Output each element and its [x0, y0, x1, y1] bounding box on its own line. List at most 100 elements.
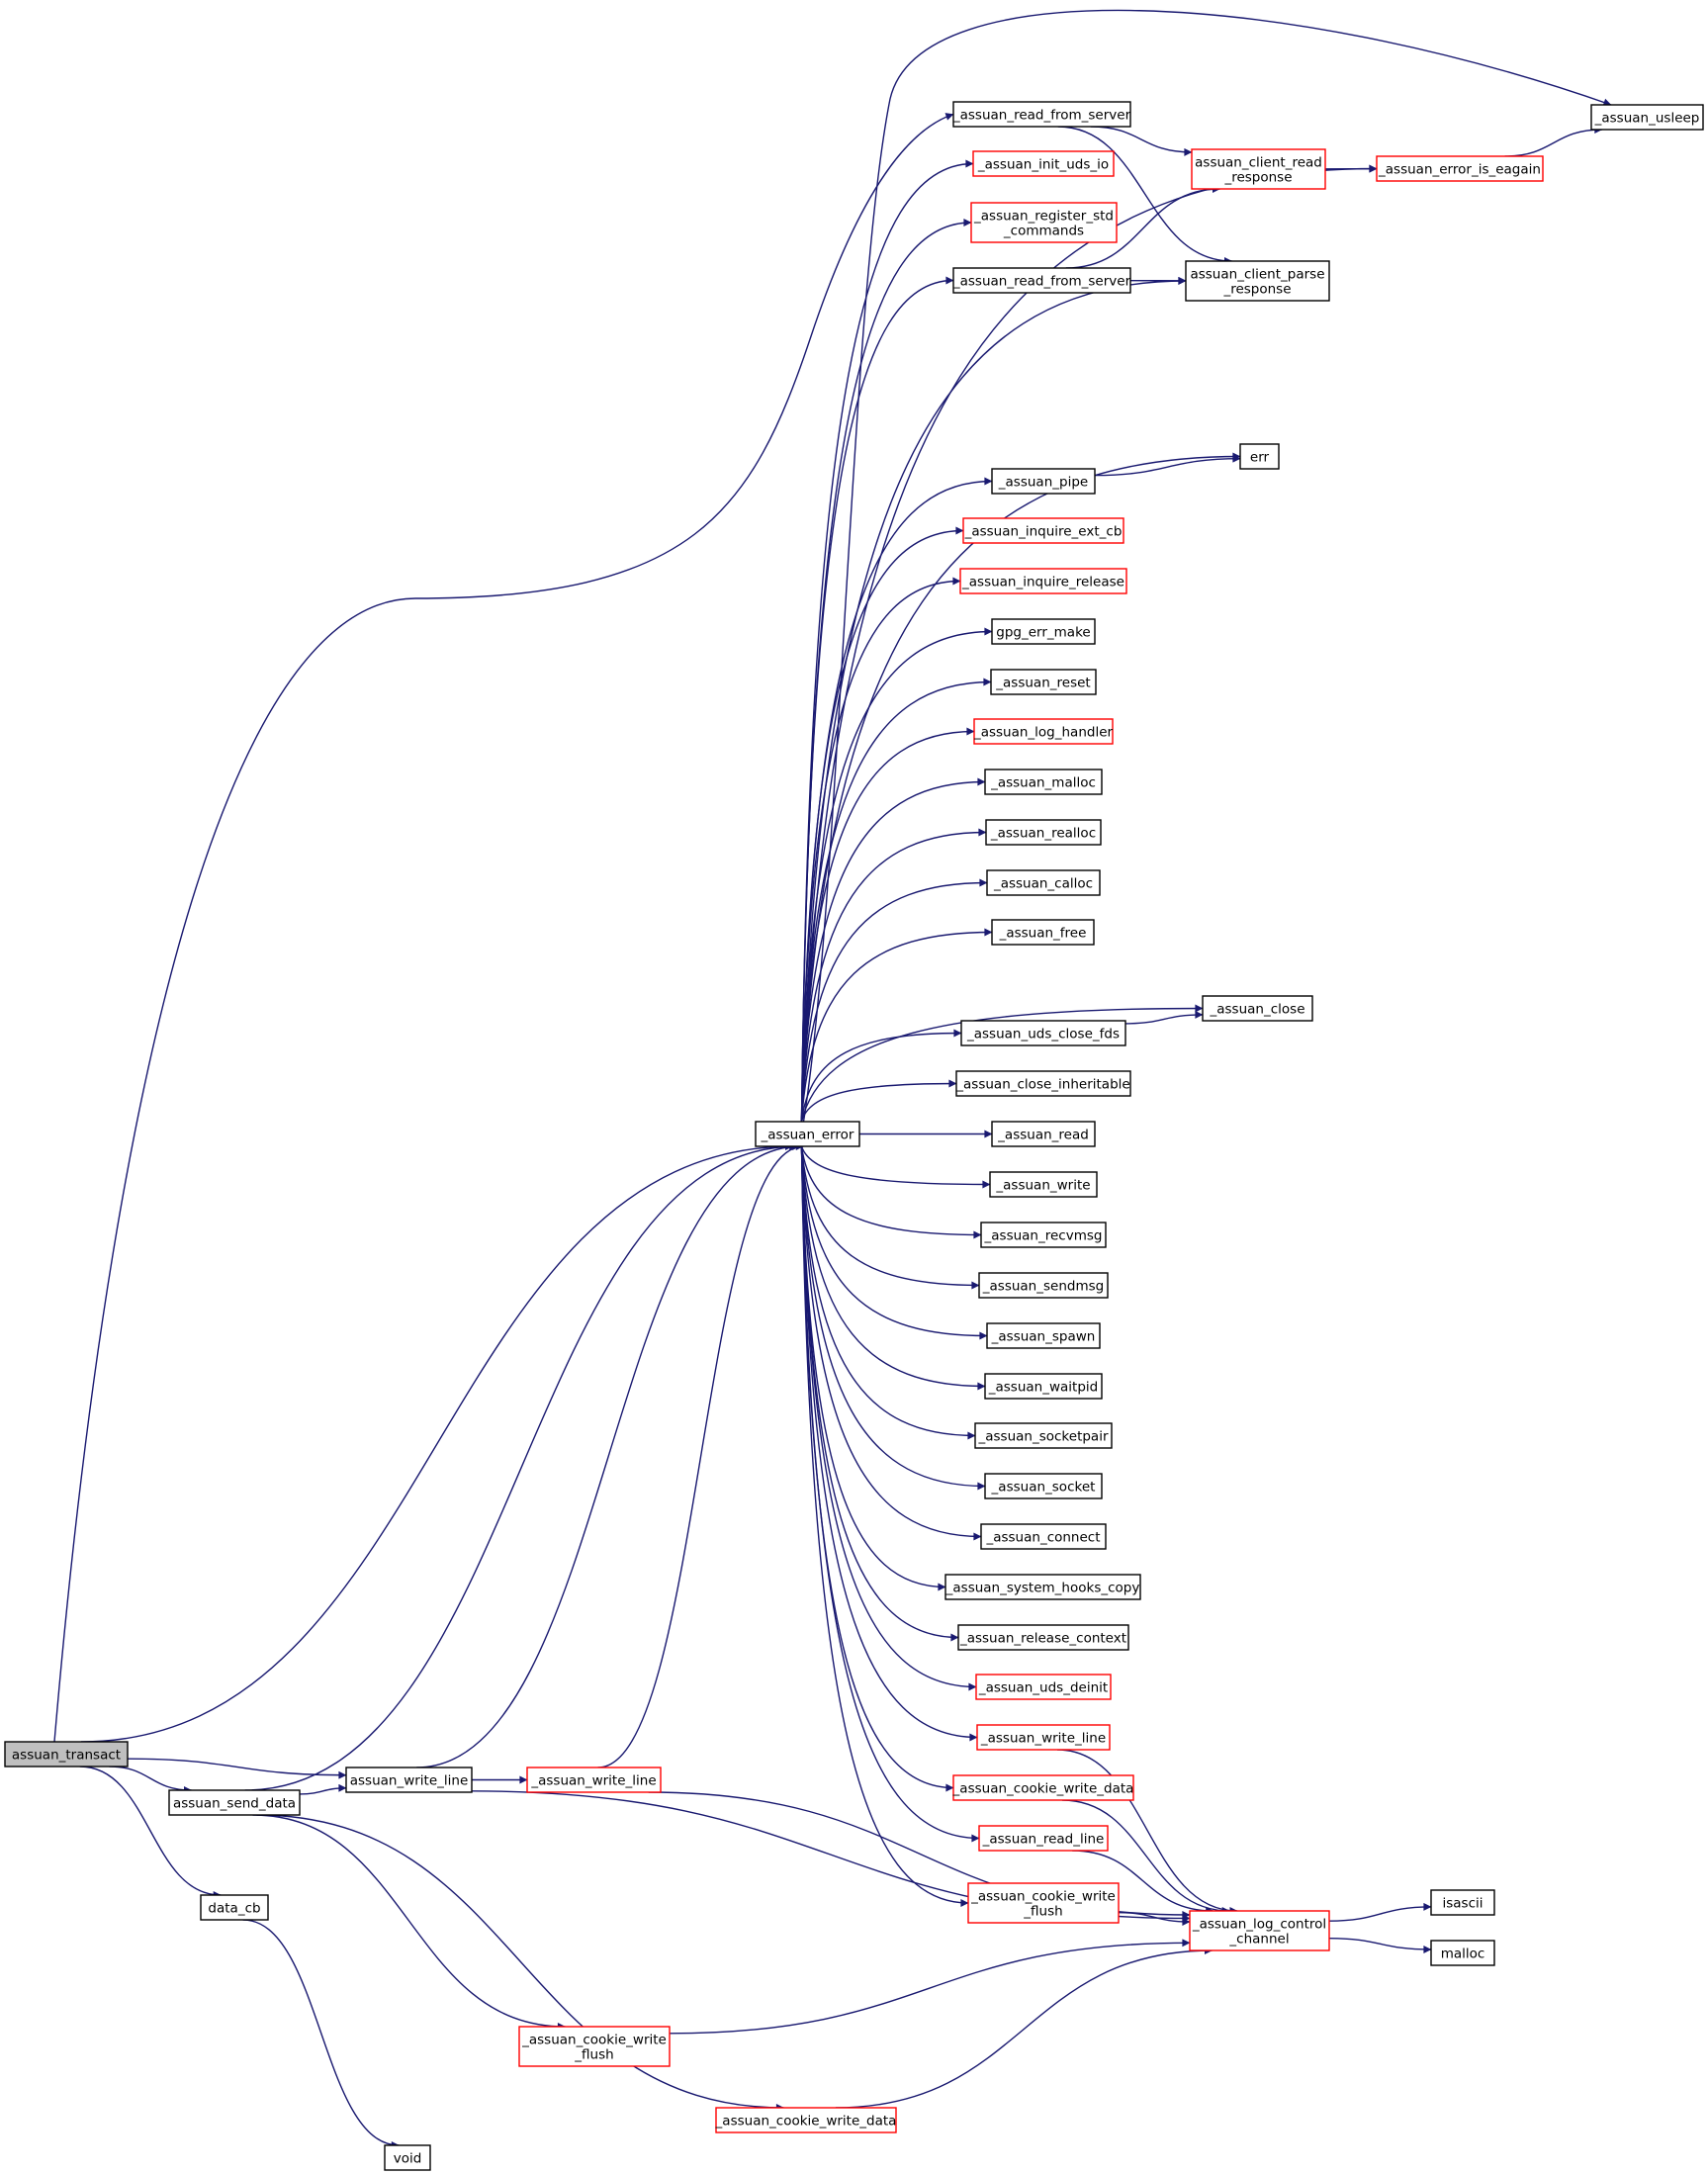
node-gpg-err-make[interactable]: gpg_err_make: [991, 618, 1096, 645]
node-err[interactable]: err: [1239, 443, 1280, 470]
node-box[interactable]: [974, 1422, 1113, 1449]
node-box[interactable]: [967, 1882, 1120, 1924]
node-assuan-socket[interactable]: _assuan_socket: [984, 1473, 1103, 1499]
node-box[interactable]: [980, 1523, 1107, 1550]
node-assuan-recvmsg[interactable]: _assuan_recvmsg: [980, 1222, 1107, 1248]
node-box[interactable]: [518, 2026, 671, 2067]
node-assuan-cookie-write-data-a[interactable]: _assuan_cookie_write_data: [715, 2107, 897, 2133]
node-box[interactable]: [715, 2107, 897, 2133]
node-assuan-write-line-a[interactable]: _assuan_write_line: [526, 1767, 662, 1793]
node-assuan-write-line[interactable]: assuan_write_line: [345, 1767, 473, 1793]
node-void[interactable]: void: [384, 2144, 431, 2171]
node-box[interactable]: [976, 1724, 1111, 1751]
node-assuan-client-parse-response[interactable]: assuan_client_parse_response: [1185, 260, 1330, 302]
node-box[interactable]: [4, 1741, 129, 1767]
node-box[interactable]: [991, 1121, 1096, 1147]
node-isascii[interactable]: isascii: [1430, 1889, 1495, 1916]
node-assuan-uds-close-fds[interactable]: _assuan_uds_close_fds: [960, 1020, 1126, 1046]
node-assuan-register-std-commands[interactable]: _assuan_register_std_commands: [970, 202, 1118, 243]
node-box[interactable]: [952, 101, 1131, 128]
node-assuan-log-control-channel[interactable]: _assuan_log_control_channel: [1189, 1910, 1330, 1951]
node-box[interactable]: [1189, 1910, 1330, 1951]
node-box[interactable]: [985, 819, 1102, 846]
node-assuan-write[interactable]: _assuan_write: [989, 1171, 1098, 1198]
node-assuan-send-data[interactable]: assuan_send_data: [168, 1789, 301, 1816]
node-box[interactable]: [986, 869, 1101, 896]
node-box[interactable]: [973, 718, 1114, 745]
node-assuan-calloc[interactable]: _assuan_calloc: [986, 869, 1101, 896]
node-assuan-inquire-release[interactable]: _assuan_inquire_release: [959, 568, 1127, 594]
node-assuan-write-line-b[interactable]: _assuan_write_line: [976, 1724, 1111, 1751]
node-assuan-release-context[interactable]: _assuan_release_context: [957, 1624, 1129, 1651]
node-box[interactable]: [959, 568, 1127, 594]
node-box[interactable]: [1590, 104, 1704, 131]
node-box[interactable]: [200, 1894, 269, 1921]
node-assuan-transact[interactable]: assuan_transact: [4, 1741, 129, 1767]
node-assuan-error[interactable]: _assuan_error: [755, 1121, 860, 1147]
node-assuan-spawn[interactable]: _assuan_spawn: [986, 1322, 1101, 1349]
node-box[interactable]: [526, 1767, 662, 1793]
node-box[interactable]: [1239, 443, 1280, 470]
node-box[interactable]: [980, 1222, 1107, 1248]
node-assuan-sendmsg[interactable]: _assuan_sendmsg: [978, 1272, 1109, 1299]
node-box[interactable]: [168, 1789, 301, 1816]
node-box[interactable]: [1376, 155, 1544, 182]
node-box[interactable]: [978, 1272, 1109, 1299]
node-box[interactable]: [972, 150, 1115, 177]
node-box[interactable]: [1185, 260, 1330, 302]
node-box[interactable]: [989, 1171, 1098, 1198]
node-box[interactable]: [944, 1574, 1141, 1600]
node-box[interactable]: [984, 1473, 1103, 1499]
node-assuan-cookie-write-flush-b[interactable]: _assuan_cookie_write_flush: [967, 1882, 1120, 1924]
node-assuan-client-read-response[interactable]: assuan_client_read_response: [1191, 148, 1326, 190]
node-assuan-error-is-eagain[interactable]: _assuan_error_is_eagain: [1376, 155, 1544, 182]
node-box[interactable]: [975, 1674, 1112, 1700]
node-assuan-close[interactable]: _assuan_close: [1202, 995, 1313, 1022]
node-box[interactable]: [984, 769, 1103, 795]
node-assuan-pipe[interactable]: _assuan_pipe: [991, 468, 1096, 495]
node-data-cb[interactable]: data_cb: [200, 1894, 269, 1921]
node-assuan-free[interactable]: _assuan_free: [991, 919, 1095, 946]
node-assuan-read-from-server-2[interactable]: _assuan_read_from_server: [952, 267, 1131, 294]
node-assuan-log-handler[interactable]: _assuan_log_handler: [973, 718, 1114, 745]
node-assuan-usleep[interactable]: _assuan_usleep: [1590, 104, 1704, 131]
node-box[interactable]: [962, 517, 1124, 544]
node-assuan-read-from-server-1[interactable]: _assuan_read_from_server: [952, 101, 1131, 128]
node-assuan-waitpid[interactable]: _assuan_waitpid: [984, 1373, 1103, 1400]
node-box[interactable]: [986, 1322, 1101, 1349]
node-box[interactable]: [755, 1121, 860, 1147]
node-assuan-socketpair[interactable]: _assuan_socketpair: [974, 1422, 1113, 1449]
node-box[interactable]: [991, 618, 1096, 645]
node-box[interactable]: [991, 468, 1096, 495]
node-box[interactable]: [984, 1373, 1103, 1400]
node-box[interactable]: [978, 1825, 1109, 1852]
node-box[interactable]: [1430, 1940, 1495, 1966]
node-box[interactable]: [952, 1774, 1134, 1801]
node-assuan-read[interactable]: _assuan_read: [991, 1121, 1096, 1147]
node-assuan-malloc[interactable]: _assuan_malloc: [984, 769, 1103, 795]
node-assuan-cookie-write-data-b[interactable]: _assuan_cookie_write_data: [952, 1774, 1134, 1801]
node-assuan-reset[interactable]: _assuan_reset: [990, 669, 1097, 695]
node-box[interactable]: [990, 669, 1097, 695]
node-box[interactable]: [991, 919, 1095, 946]
node-box[interactable]: [384, 2144, 431, 2171]
node-box[interactable]: [1430, 1889, 1495, 1916]
node-box[interactable]: [970, 202, 1118, 243]
node-assuan-cookie-write-flush-a[interactable]: _assuan_cookie_write_flush: [518, 2026, 671, 2067]
node-box[interactable]: [1191, 148, 1326, 190]
node-box[interactable]: [952, 267, 1131, 294]
node-assuan-read-line[interactable]: _assuan_read_line: [978, 1825, 1109, 1852]
node-assuan-system-hooks-copy[interactable]: _assuan_system_hooks_copy: [944, 1574, 1141, 1600]
node-box[interactable]: [957, 1624, 1129, 1651]
node-box[interactable]: [1202, 995, 1313, 1022]
node-box[interactable]: [960, 1020, 1126, 1046]
node-box[interactable]: [955, 1070, 1131, 1097]
node-malloc[interactable]: malloc: [1430, 1940, 1495, 1966]
node-assuan-init-uds-io[interactable]: _assuan_init_uds_io: [972, 150, 1115, 177]
node-box[interactable]: [345, 1767, 473, 1793]
node-assuan-connect[interactable]: _assuan_connect: [980, 1523, 1107, 1550]
node-assuan-inquire-ext-cb[interactable]: _assuan_inquire_ext_cb: [962, 517, 1124, 544]
node-assuan-close-inheritable[interactable]: _assuan_close_inheritable: [955, 1070, 1131, 1097]
node-assuan-uds-deinit[interactable]: _assuan_uds_deinit: [975, 1674, 1112, 1700]
node-assuan-realloc[interactable]: _assuan_realloc: [985, 819, 1102, 846]
